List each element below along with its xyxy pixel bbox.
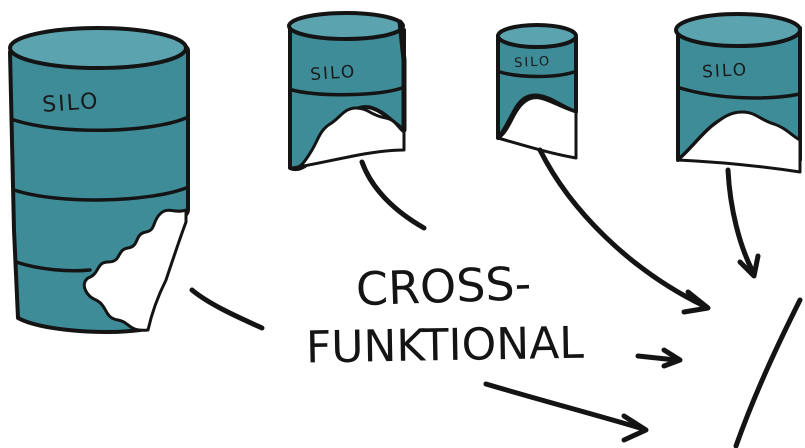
silo-3: SILO (496, 23, 578, 160)
arrow-from-silo-4 (725, 167, 755, 273)
arrow-lower (483, 381, 643, 431)
arrow-short-right-head (661, 347, 683, 369)
silo-3-label: SILO (514, 54, 552, 71)
silo-4-label: SILO (702, 60, 749, 82)
silo-1-label: SILO (41, 89, 100, 118)
silo-1: SILO (8, 26, 190, 334)
silo-2: SILO (287, 11, 407, 171)
arrow-head-silo-3 (681, 289, 711, 315)
center-line-1: CROSS- (355, 256, 532, 316)
silo-4: SILO (674, 12, 802, 174)
silo-2-label: SILO (310, 62, 357, 85)
arrow-head-silo-4 (737, 253, 761, 279)
stroke-from-silo-1 (189, 287, 265, 331)
center-label: CROSS- FUNKTIONAL (305, 256, 584, 373)
stroke-from-silo-2 (359, 159, 427, 231)
arrow-short-right (635, 353, 679, 363)
connector-strokes (189, 147, 803, 448)
center-line-2: FUNKTIONAL (305, 318, 584, 374)
arrow-lower-head (621, 413, 649, 443)
arrow-from-silo-3 (537, 147, 707, 309)
curve-right-edge (733, 297, 803, 448)
